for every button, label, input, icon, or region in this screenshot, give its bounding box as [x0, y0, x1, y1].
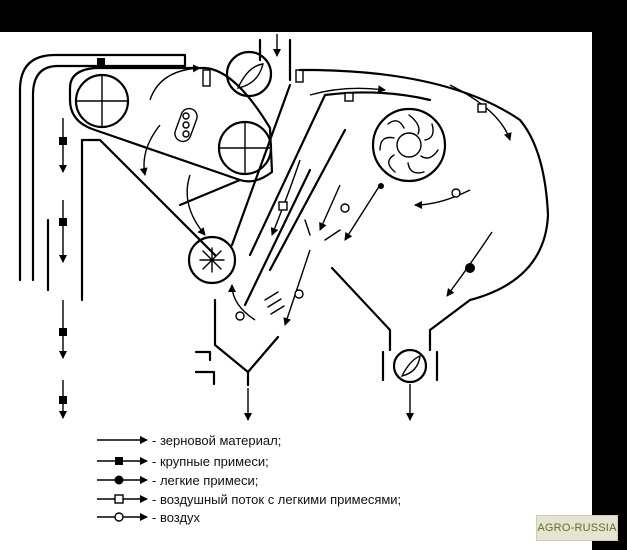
settling-chamber	[330, 266, 472, 352]
legend-label-grain: - зерновой материал;	[152, 433, 281, 448]
legend-square-open	[114, 494, 124, 504]
legend-label-coarse: - крупные примеси;	[152, 454, 269, 469]
legend-label-light: - легкие примеси;	[152, 473, 258, 488]
star-rotor	[199, 247, 225, 273]
tensioner-ball-3	[182, 130, 190, 138]
feeder-axle-left	[202, 69, 211, 87]
legend-dot-filled	[114, 475, 124, 485]
legend-square-filled	[115, 457, 123, 465]
airlock-leaf	[400, 354, 421, 378]
legend: - зерновой материал; - крупные примеси; …	[97, 433, 401, 525]
aspiration-inner	[248, 91, 432, 272]
deflector-vanes	[264, 219, 341, 315]
feeder-rotor-leaf	[236, 63, 264, 89]
bottom-airlock	[392, 348, 428, 384]
airlock-brackets	[381, 350, 439, 382]
left-chute	[80, 138, 242, 257]
tensioner-ball-1	[182, 112, 190, 120]
legend-label-airflow-impurities: - воздушный поток с легкими примесями;	[152, 492, 401, 507]
left-hood-outline	[18, 53, 187, 282]
aspiration-channel-left	[230, 83, 312, 307]
left-hood-inner-wall	[46, 138, 84, 302]
belt-tensioner	[174, 107, 198, 143]
legend-label-air: - воздух	[152, 510, 201, 525]
left-outlet-brackets	[194, 350, 250, 387]
legend-circle-open	[114, 512, 124, 522]
watermark-badge: AGRO-RUSSIA	[536, 515, 618, 541]
star-rotor-housing	[187, 235, 237, 285]
feeder-axle-right	[295, 69, 304, 83]
fan-hub	[396, 132, 422, 158]
fan-housing	[371, 107, 447, 183]
feeder-rotor	[225, 50, 273, 98]
coarse-impurities-discharge	[59, 118, 67, 419]
left-hopper	[213, 298, 280, 374]
conveyor-belt	[68, 66, 274, 183]
flow-markers	[97, 58, 487, 321]
fan-blades	[379, 114, 439, 174]
aspiration-channel-right	[298, 68, 550, 302]
tensioner-ball-2	[182, 121, 190, 129]
